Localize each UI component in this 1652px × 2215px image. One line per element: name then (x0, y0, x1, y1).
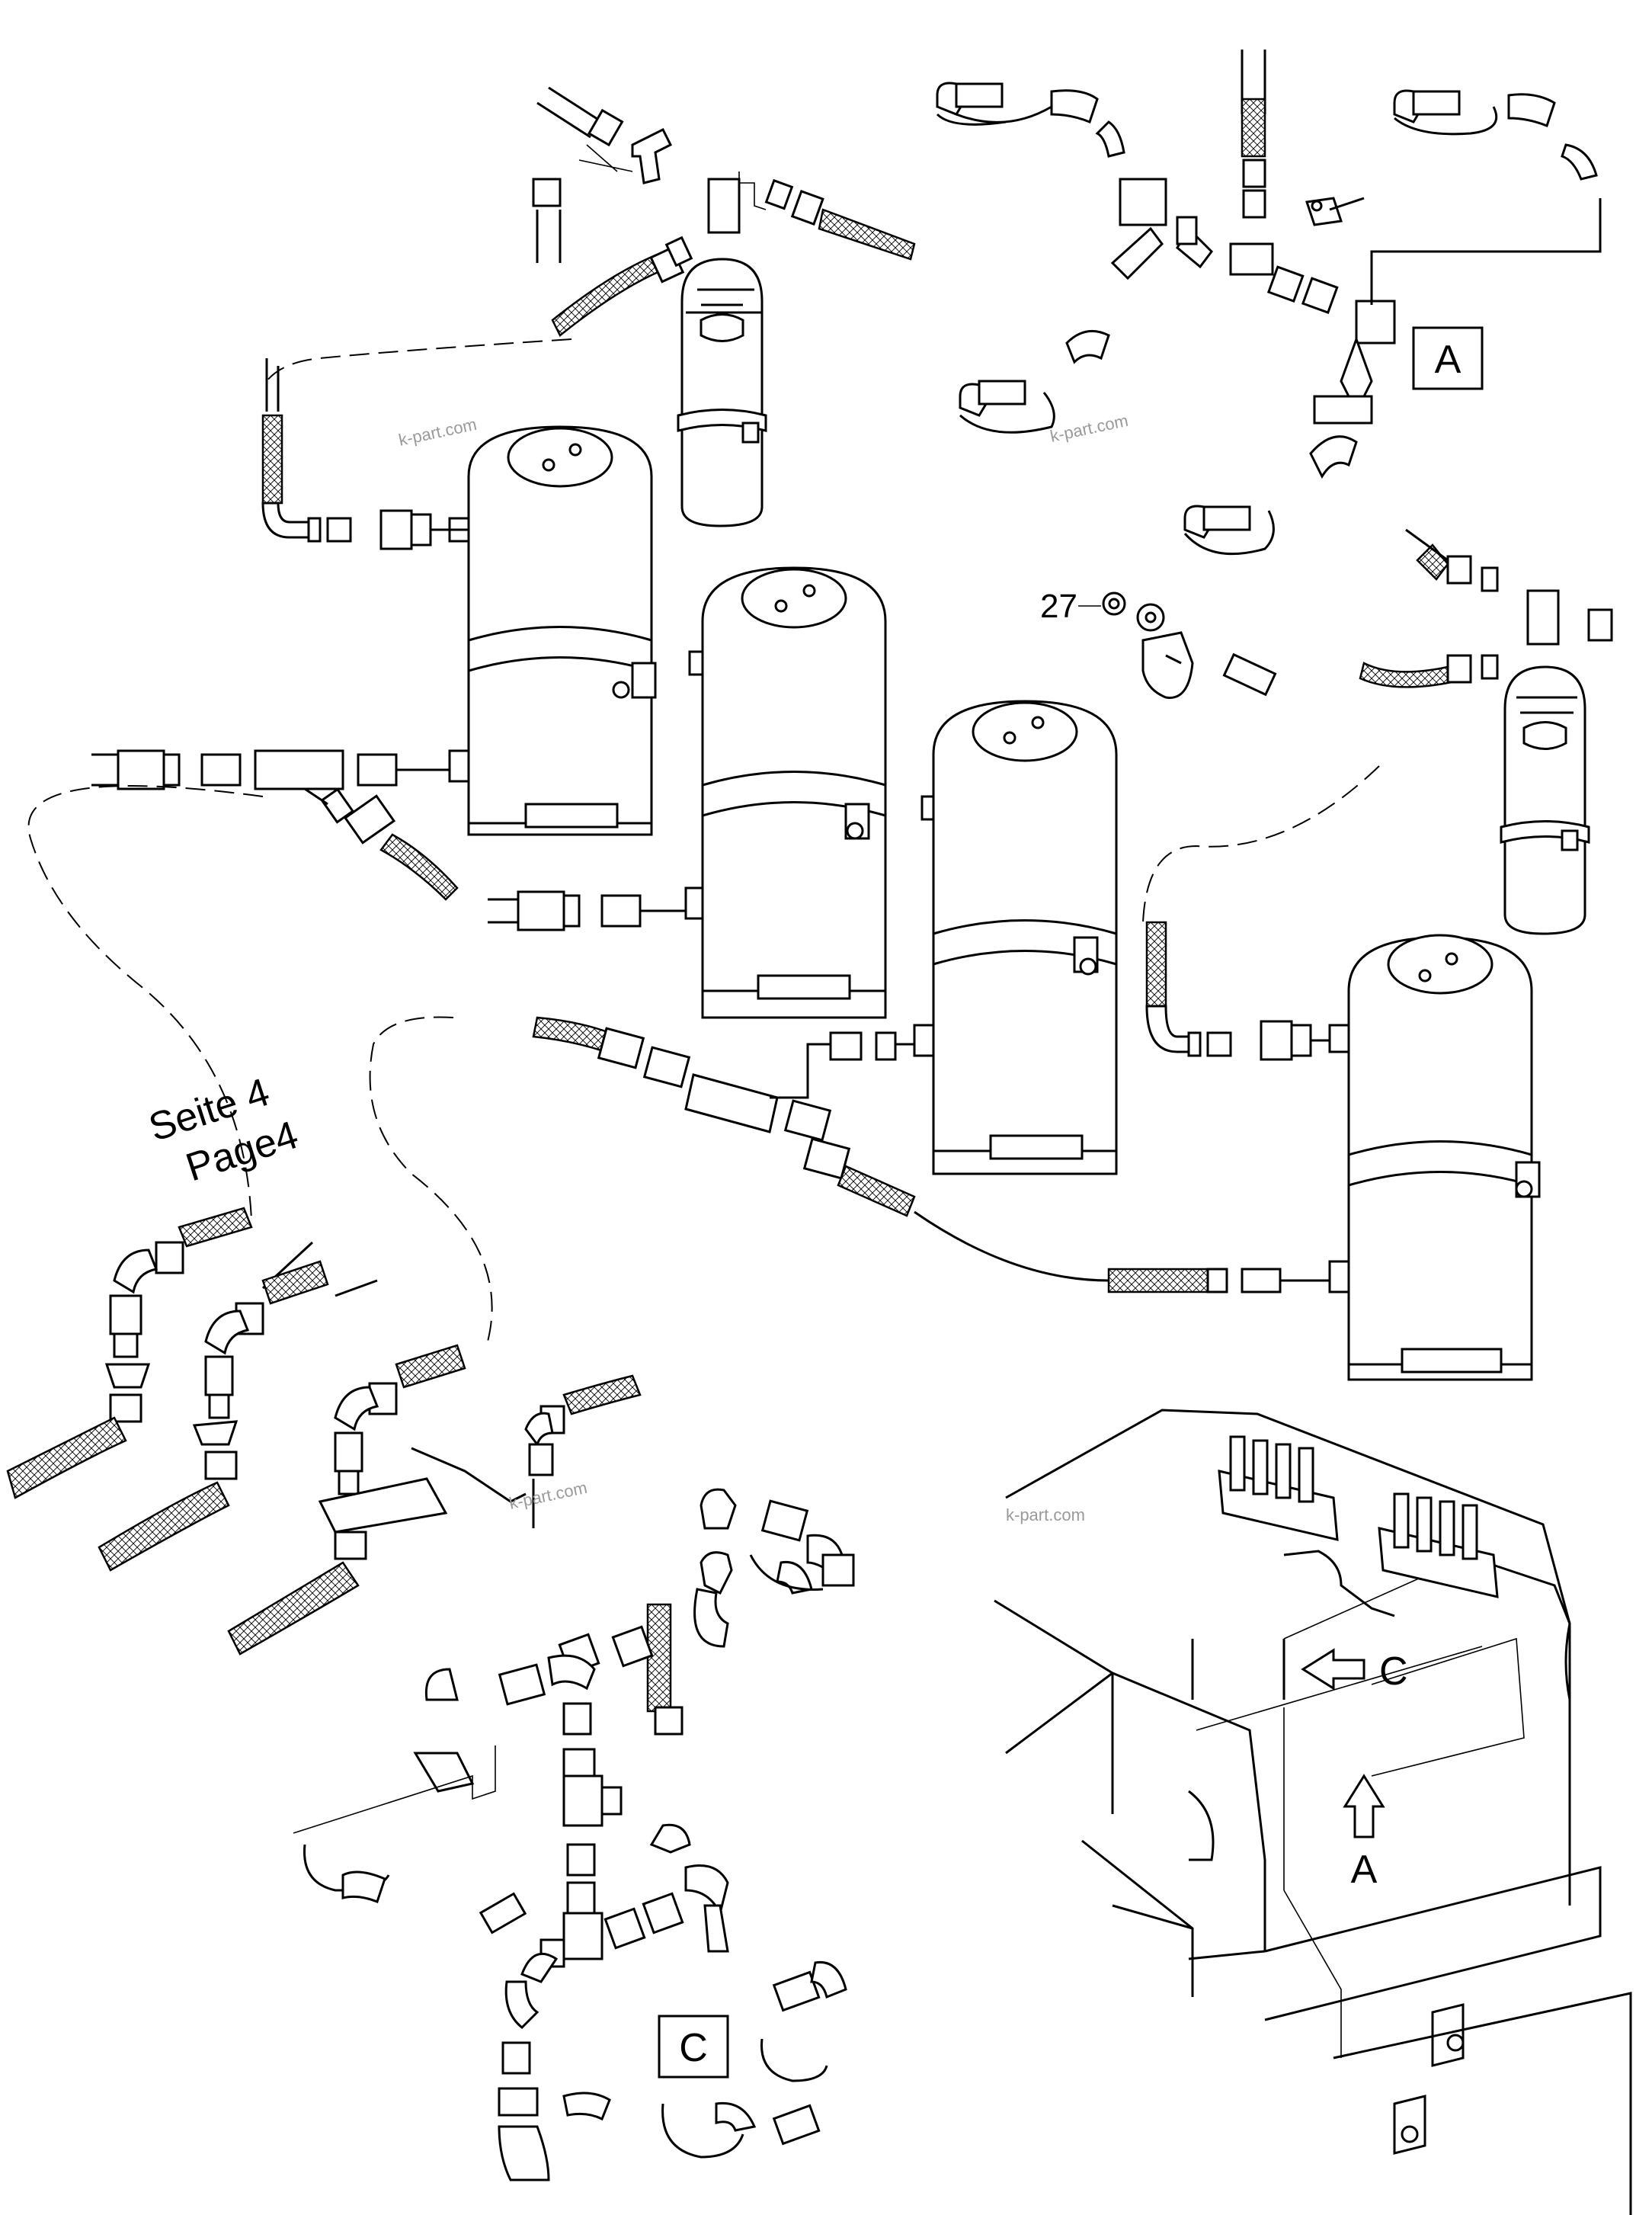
hose-assembly-right (1359, 528, 1613, 688)
accumulator-1 (448, 425, 657, 836)
arrow-a: A (1343, 1774, 1385, 1892)
hose-line-left (261, 358, 469, 550)
view-c-label: C (658, 2015, 729, 2079)
accumulator-3 (913, 700, 1118, 1175)
small-accumulator-right (1500, 589, 1590, 935)
hose-assembly-top (532, 86, 916, 337)
tee-assembly-lower (532, 1016, 916, 1217)
view-c-fittings (293, 1488, 855, 2181)
svg-text:A: A (1351, 1848, 1378, 1892)
view-a-fittings (936, 50, 1602, 556)
callout-27: 27 (1040, 588, 1101, 625)
svg-text:C: C (679, 2026, 708, 2070)
svg-text:A: A (1435, 338, 1462, 382)
view-a-label: A (1412, 326, 1484, 390)
tee-assembly-left (91, 749, 459, 901)
accumulator-2 (684, 566, 887, 1019)
page-reference: Seite 4 Page4 (144, 1070, 304, 1191)
svg-text:k-part.com: k-part.com (1049, 411, 1130, 446)
svg-text:27: 27 (1040, 588, 1077, 625)
clamp-assembly-27 (1102, 591, 1277, 699)
machine-body (994, 1409, 1632, 2215)
svg-text:k-part.com: k-part.com (1006, 1505, 1085, 1524)
svg-text:k-part.com: k-part.com (397, 415, 479, 450)
tee-assembly-middle (488, 890, 686, 931)
elbow-fittings-lower-left (6, 1207, 642, 1656)
arrow-c: C (1301, 1648, 1408, 1694)
svg-text:C: C (1379, 1649, 1408, 1694)
small-accumulator-top (677, 178, 767, 527)
svg-text:k-part.com: k-part.com (507, 1478, 589, 1513)
accumulator-4 (1328, 934, 1541, 1381)
hose-line-right (1107, 921, 1330, 1293)
